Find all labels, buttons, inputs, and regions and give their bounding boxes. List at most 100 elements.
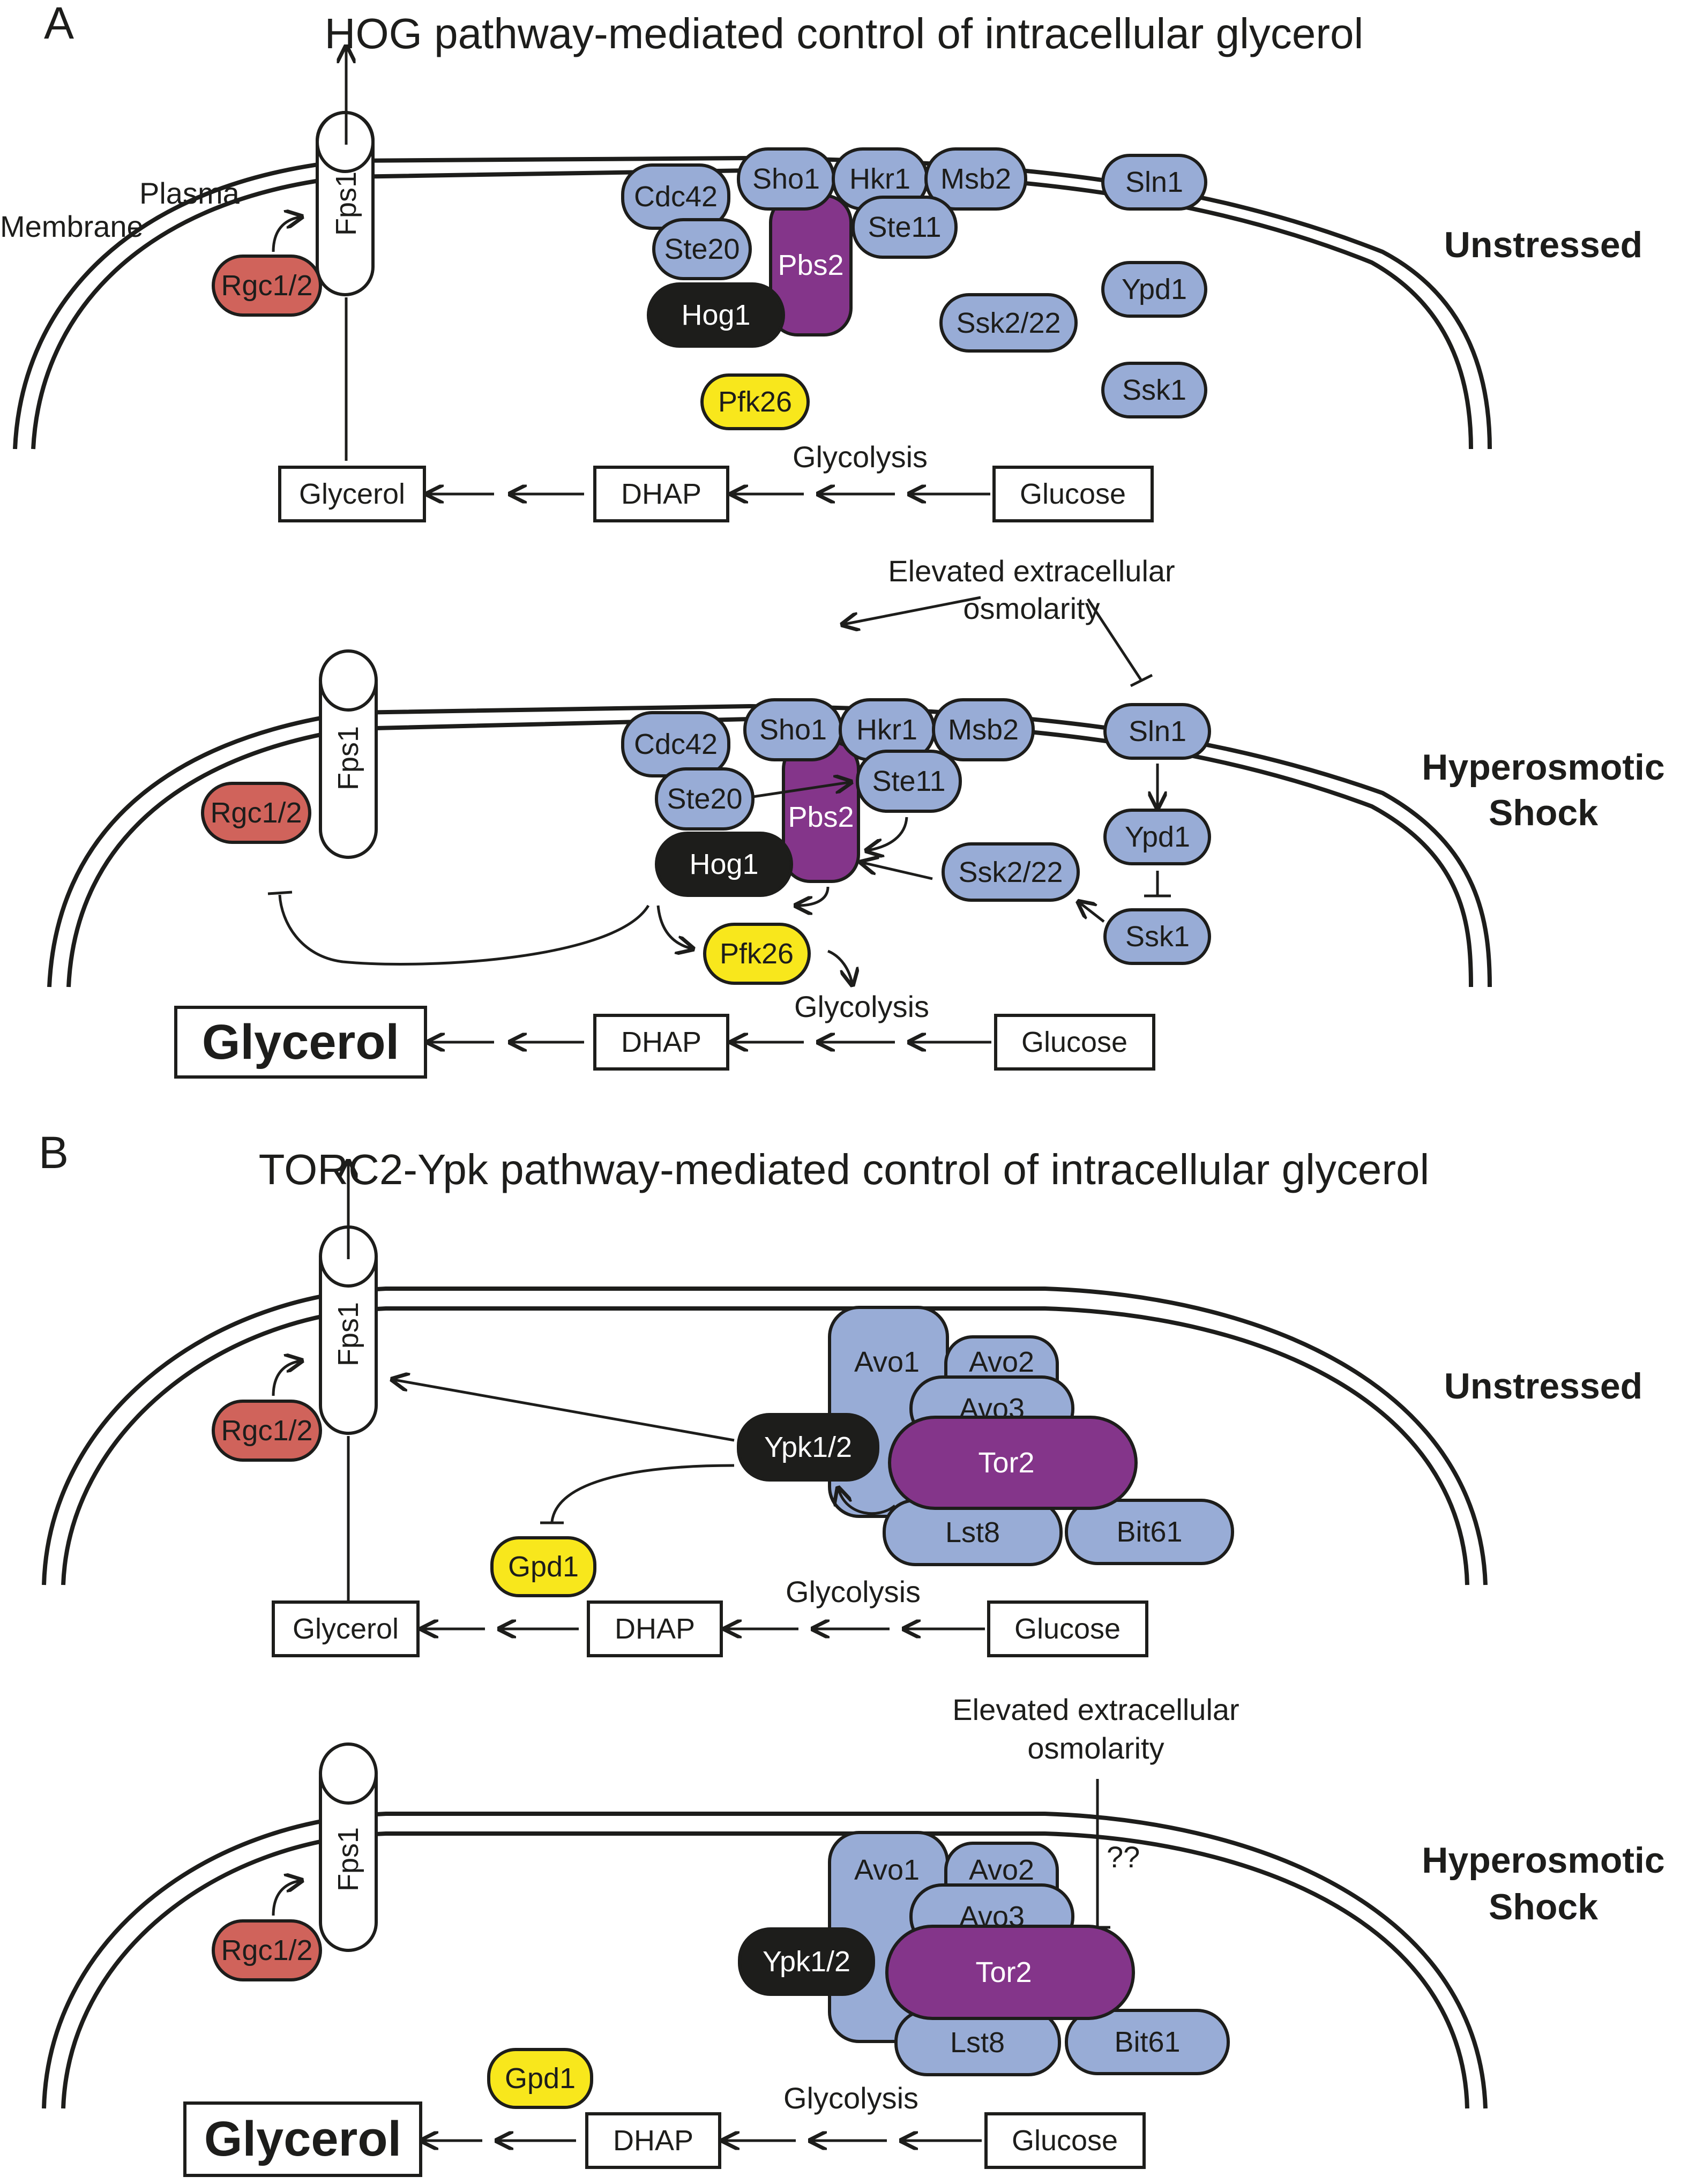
fps1-label: Fps1 [332,1827,364,1891]
glucose-label: Glucose [1012,2125,1118,2157]
ste20-node [652,218,752,280]
glycerol-label-elevated: Glycerol [202,1015,399,1069]
pfk26-glycolysis-arrow [827,949,852,983]
ypd1-label: Ypd1 [1125,821,1190,853]
glucose-label: Glucose [1020,478,1126,510]
plasma-membrane-inner [61,1831,1469,2109]
glycolysis-label: Glycolysis [783,2081,918,2115]
rgc-activation-arrow [272,1881,300,1916]
gpd1-node [490,1536,596,1597]
condition-label-hyperosmotic: Hyperosmotic [1422,747,1664,788]
pfk26-node [700,373,810,430]
ssk1-node [1103,908,1211,965]
fps1-channel: Fps1 [319,1742,378,1952]
msb2-node [924,147,1027,211]
hog1-rgc-inhibition [267,891,650,966]
unknown-mechanism-label: ?? [1107,1840,1140,1874]
ypk-label: Ypk1/2 [763,1946,850,1978]
dhap-box [593,1014,729,1071]
plasma-membrane-outer [42,1287,1488,1585]
dhap-label: DHAP [615,1613,695,1645]
dhap-label: DHAP [613,2125,693,2157]
cdc42-label: Cdc42 [634,728,718,760]
sln1-label: Sln1 [1125,166,1183,198]
condition-label-hyperosmotic: Hyperosmotic [1422,1840,1664,1881]
panel-b-unstressed: Fps1 Rgc1/2 Avo1 Avo2 Avo3 Lst8 Bit61 To… [42,1163,1642,1657]
rgc-activation-arrow [272,1361,300,1396]
hog1-node [647,282,785,348]
hog1-pfk26-arrow [656,905,691,948]
panel-a-letter: A [44,0,74,48]
glycolysis-label: Glycolysis [794,990,929,1023]
plasma-membrane-inner [61,1306,1469,1585]
stimulus-label-line1: Elevated extracellular [888,554,1175,588]
rgc-node [212,1919,322,1981]
bit61-label: Bit61 [1114,2026,1180,2058]
ypk-node [738,1927,875,1996]
glycerol-box-elevated [183,2101,422,2177]
glucose-box [994,1014,1155,1071]
pbs2-hog1-arrow [797,886,830,906]
bit61-node [1065,2009,1230,2075]
ste11-label: Ste11 [868,211,941,243]
stimulus-label-line2: osmolarity [963,592,1100,625]
avo2-label: Avo2 [969,1346,1034,1378]
ypd1-node [1103,809,1211,865]
rgc-node [212,1400,322,1462]
ste20-label: Ste20 [667,783,742,815]
tor2-node [888,1416,1138,1510]
sln1-label: Sln1 [1129,715,1186,747]
panel-a-shock: Elevated extracellular osmolarity Fps1 R… [47,554,1665,1079]
gpd1-node [487,2048,593,2109]
panel-a-title: HOG pathway-mediated control of intracel… [325,10,1364,57]
condition-label-shock: Shock [1489,1887,1598,1927]
sln1-node [1103,703,1211,760]
glucose-box [987,1600,1148,1657]
ssk2-label: Ssk2/22 [956,307,1060,339]
glucose-box [984,2112,1146,2169]
rgc-label: Rgc1/2 [221,1415,312,1447]
avo1-label: Avo1 [854,1854,920,1886]
rgc-label: Rgc1/2 [221,1934,312,1966]
tor2-label: Tor2 [978,1447,1034,1479]
stimulus-label-line2: osmolarity [1027,1731,1164,1765]
fps1-label: Fps1 [330,171,362,236]
ste20-ste11-arrow [752,782,849,798]
dhap-box [587,1600,723,1657]
rgc-node [201,782,311,844]
dhap-label: DHAP [621,1026,701,1058]
panel-b-letter: B [39,1127,69,1178]
ste11-node [852,196,958,259]
rgc-label: Rgc1/2 [210,797,302,829]
ypk-label: Ypk1/2 [764,1431,852,1463]
membrane-label-plasma: Plasma [139,176,240,210]
condition-label-unstressed: Unstressed [1444,225,1642,265]
avo2-label: Avo2 [969,1854,1034,1886]
glycerol-box [272,1600,420,1657]
gpd1-label: Gpd1 [505,2062,576,2095]
dhap-label: DHAP [621,478,701,510]
glycolysis-label: Glycolysis [793,440,928,474]
avo1-label: Avo1 [854,1346,920,1378]
condition-label-unstressed: Unstressed [1444,1366,1642,1407]
rgc-activation-arrow [272,217,300,252]
pbs2-label: Pbs2 [778,249,843,281]
ssk2-label: Ssk2/22 [958,856,1063,888]
ste11-label: Ste11 [872,765,945,797]
sho1-label: Sho1 [759,714,827,746]
glycerol-label: Glycerol [299,478,405,510]
hog1-label: Hog1 [689,848,758,880]
ssk1-node [1101,362,1207,418]
ssk1-ssk2-arrow [1080,903,1105,923]
ste11-pbs2-arrow [868,817,908,850]
glycolysis-label: Glycolysis [786,1575,921,1609]
condition-label-shock: Shock [1489,792,1598,833]
tor2-node [885,1925,1135,2020]
pbs2-label: Pbs2 [788,801,854,833]
ssk1-label: Ssk1 [1122,374,1186,406]
glucose-label: Glucose [1021,1026,1127,1058]
plasma-membrane-outer [42,1812,1488,2109]
glycerol-box-elevated [174,1006,427,1079]
pfk26-label: Pfk26 [718,386,792,418]
gpd1-label: Gpd1 [508,1551,579,1583]
